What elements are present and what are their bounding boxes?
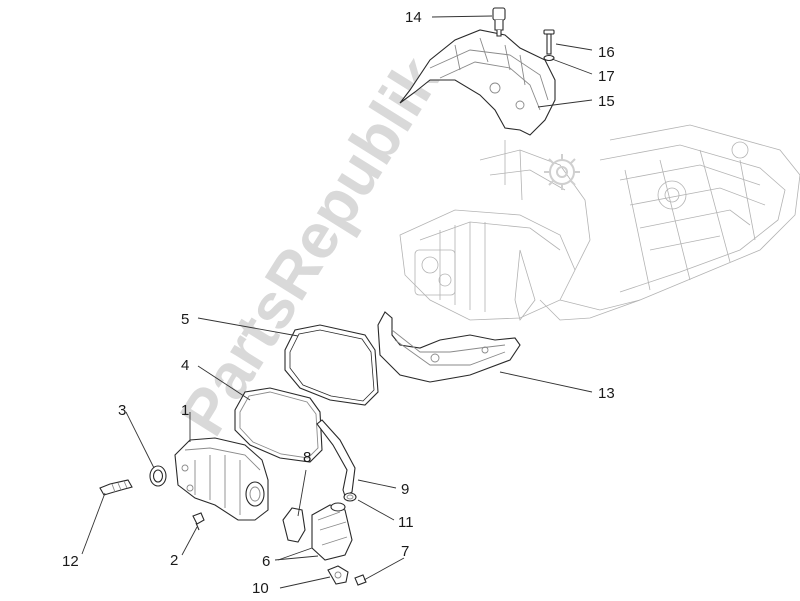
part-washer — [543, 54, 555, 62]
part-gasket-inner — [234, 387, 323, 463]
callout-15: 15 — [598, 93, 615, 110]
part-head-cover — [174, 437, 269, 521]
callout-labels: 1 2 3 4 5 6 7 8 9 10 11 12 13 14 15 16 1… — [62, 9, 615, 597]
callout-4: 4 — [181, 357, 189, 374]
callout-3: 3 — [118, 402, 126, 419]
part-lower-bracket — [377, 311, 521, 383]
part-o-ring — [282, 507, 306, 543]
part-hose — [316, 419, 356, 497]
callout-6: 6 — [262, 553, 270, 570]
callout-1: 1 — [181, 402, 189, 419]
part-elbow-fitting — [327, 565, 349, 585]
part-small-bolt — [192, 512, 205, 531]
part-bolt — [543, 29, 555, 55]
callout-5: 5 — [181, 311, 189, 328]
callout-2: 2 — [170, 552, 178, 569]
callout-10: 10 — [252, 580, 269, 597]
part-sensor — [492, 7, 506, 37]
part-clamp — [343, 492, 357, 502]
part-spark-plug — [99, 479, 133, 496]
leader-lines — [81, 15, 593, 589]
callout-8: 8 — [303, 449, 311, 466]
part-breather-box — [311, 502, 353, 561]
callout-11: 11 — [398, 514, 414, 531]
gear-icon — [544, 154, 580, 190]
part-screw — [354, 574, 367, 586]
callout-13: 13 — [598, 385, 615, 402]
part-upper-cover — [399, 29, 556, 136]
callout-16: 16 — [598, 44, 615, 61]
callout-9: 9 — [401, 481, 409, 498]
callout-12: 12 — [62, 553, 79, 570]
part-gasket-outer — [284, 324, 379, 406]
engine-block-outline — [399, 124, 800, 321]
callout-14: 14 — [405, 9, 422, 26]
callout-7: 7 — [401, 543, 409, 560]
callout-17: 17 — [598, 68, 615, 85]
part-seal-ring — [149, 465, 167, 487]
